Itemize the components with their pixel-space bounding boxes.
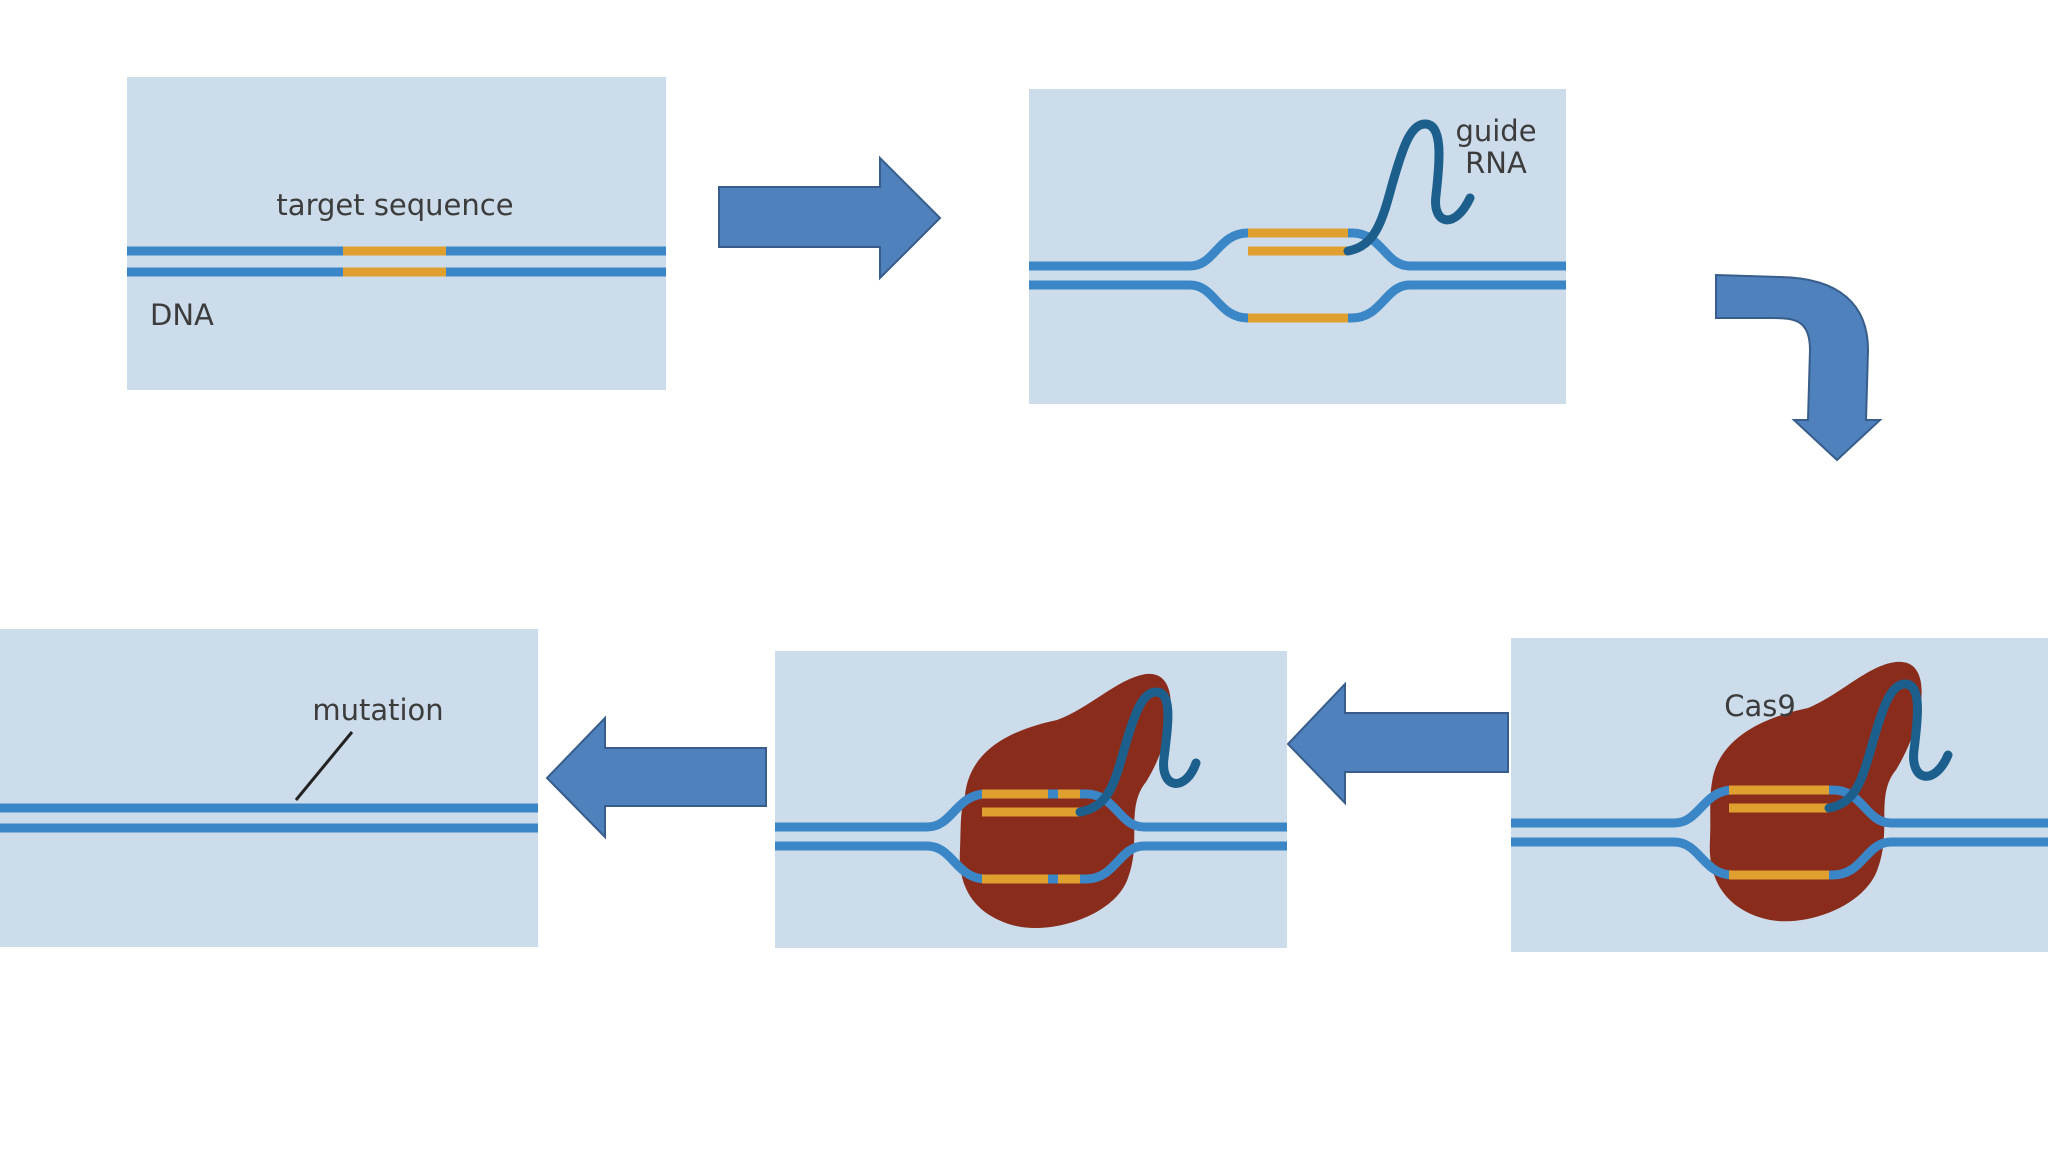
panel-cas9-cut	[775, 651, 1287, 948]
mutation-label: mutation	[312, 693, 443, 727]
arrow-bent-down-icon	[1715, 273, 1883, 462]
panel-guide-rna: guide RNA	[1029, 89, 1566, 404]
cas9-label: Cas9	[1724, 689, 1796, 723]
guide-rna-label-line2: RNA	[1465, 146, 1527, 180]
panel-background	[0, 629, 538, 947]
mutation-pointer-line	[294, 731, 354, 801]
target-sequence-label: target sequence	[276, 188, 513, 222]
arrow-left-icon	[1286, 681, 1509, 806]
panel-dna-target: target sequence DNA	[127, 77, 666, 390]
panel-cas9-binding: Cas9	[1511, 638, 2048, 952]
guide-rna-label-line1: guide	[1455, 114, 1536, 148]
dna-label: DNA	[150, 298, 214, 332]
arrow-right-icon	[718, 155, 942, 281]
panel-background	[127, 77, 666, 390]
guide-rna-strand	[1824, 679, 1953, 813]
arrow-left-icon	[545, 715, 767, 840]
guide-rna-strand	[1075, 687, 1201, 817]
guide-rna-strand	[1343, 119, 1475, 256]
panel-mutation: mutation	[0, 629, 538, 947]
